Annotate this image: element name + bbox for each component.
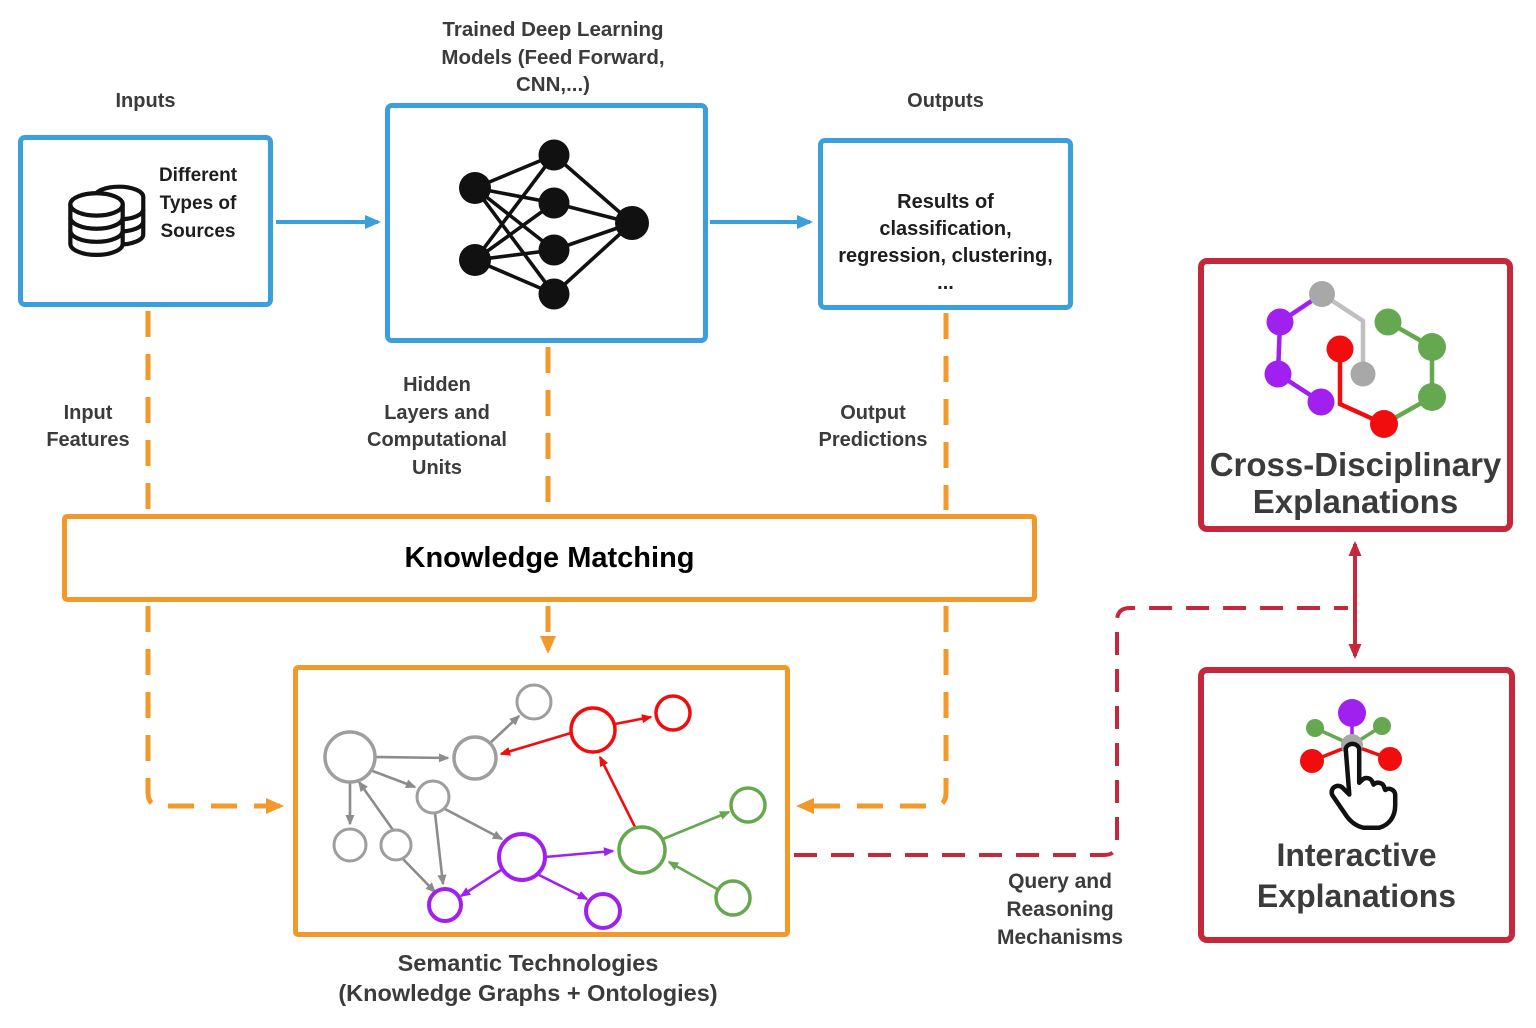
knowledge-graph-edges <box>345 714 731 901</box>
semantic-technologies-caption: Semantic Technologies (Knowledge Graphs … <box>338 950 718 1006</box>
inputs-title: Inputs <box>115 90 176 112</box>
neural-network-nodes <box>459 139 649 310</box>
molecule-graph-icon <box>1264 281 1446 438</box>
hidden-layers-label: Hidden Layers and Computational Units <box>367 374 507 479</box>
output-predictions-label: Output Predictions <box>818 402 928 451</box>
outputs-box: Results of classification, regression, c… <box>818 138 1073 310</box>
outputs-title: Outputs <box>907 90 984 112</box>
interactive-title: Interactive Explanations <box>1256 837 1457 914</box>
database-icon <box>68 184 146 258</box>
knowledge-graph-graphic <box>323 683 767 930</box>
inputs-body-text: Different Types of Sources <box>158 165 238 242</box>
dashed-km-to-semantic-right <box>796 606 949 814</box>
neural-network-graphic <box>459 139 649 310</box>
dashed-km-to-semantic-left <box>145 606 284 814</box>
molecule-graph-nodes <box>1264 281 1446 438</box>
knowledge-matching-title: Knowledge Matching <box>404 541 695 574</box>
model-title: Trained Deep Learning Models (Feed Forwa… <box>441 18 665 96</box>
semantic-technologies-box <box>293 665 790 937</box>
interactive-box: Interactive Explanations <box>1198 667 1515 943</box>
pointer-hand-icon <box>1329 741 1398 831</box>
query-reasoning-label: Query and Reasoning Mechanisms <box>996 870 1124 949</box>
outputs-body-text: Results of classification, regression, c… <box>838 191 1053 294</box>
cross-disciplinary-title: Cross-Disciplinary Explanations <box>1209 446 1502 520</box>
dashed-semantic-to-explanations <box>794 606 1348 857</box>
model-box <box>385 103 708 343</box>
tap-hand-graph-icon <box>1300 699 1402 831</box>
inputs-box: Different Types of Sources <box>18 135 273 307</box>
knowledge-matching-box: Knowledge Matching <box>62 514 1037 602</box>
knowledge-graph-nodes <box>323 683 767 930</box>
cross-disciplinary-box: Cross-Disciplinary Explanations <box>1198 258 1513 532</box>
input-features-label: Input Features <box>46 402 130 451</box>
